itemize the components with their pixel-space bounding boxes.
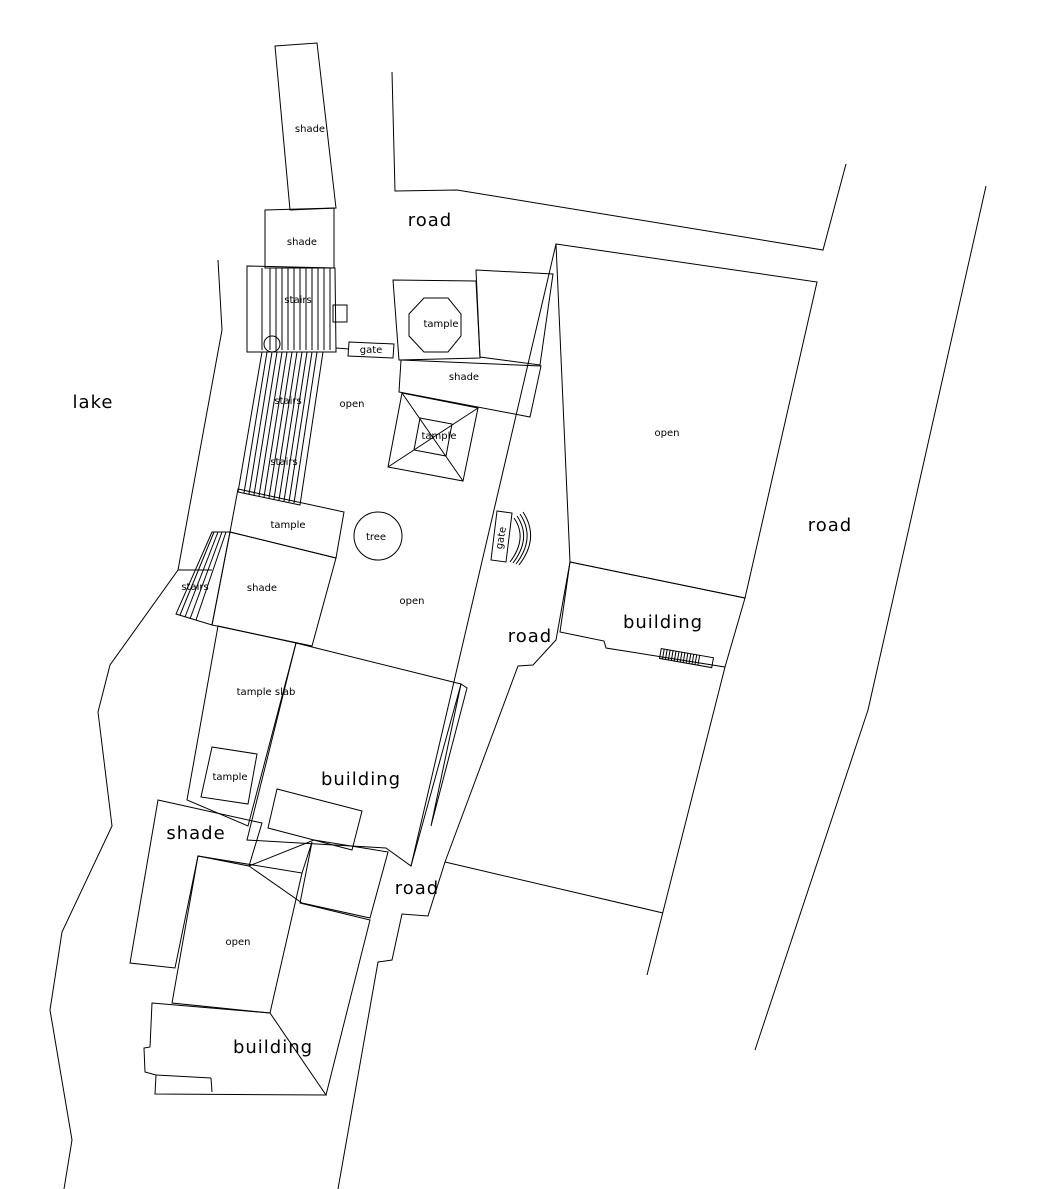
label-open-courtyard-top: open — [340, 399, 365, 410]
stairs-top-round-post — [263, 335, 281, 353]
building-right-west-wall — [646, 666, 726, 976]
temple-small — [200, 746, 258, 805]
label-building-mid: building — [321, 769, 401, 790]
stairs-left-treads — [179, 531, 227, 621]
road-right-edge-lower — [754, 709, 869, 1051]
temple-octagon — [408, 297, 462, 353]
label-building-bottom: building — [233, 1037, 313, 1058]
road-mid-edge — [444, 561, 571, 863]
road-top-edge — [391, 71, 847, 251]
lake-shoreline — [49, 259, 223, 1189]
stairs-top-treads — [261, 268, 331, 350]
building-mid — [246, 642, 462, 867]
label-stairs-mid: stairs — [274, 396, 301, 407]
stairs-long-block — [237, 351, 324, 506]
label-open-lower: open — [226, 937, 251, 948]
label-stairs-lower: stairs — [270, 457, 297, 468]
label-shade-mid: shade — [449, 372, 479, 383]
label-temple-octagon: tample — [423, 319, 458, 330]
annex-block — [475, 269, 554, 366]
label-open-courtyard-mid: open — [400, 596, 425, 607]
label-shade-left: shade — [247, 583, 277, 594]
temple-octagon-block — [392, 279, 481, 361]
courtyard-east-wall — [410, 243, 557, 867]
label-temple-slab: tample slab — [237, 687, 296, 698]
label-lake: lake — [73, 392, 114, 413]
temple-slab — [186, 625, 297, 827]
gate-side — [490, 510, 513, 563]
gate-top — [347, 341, 395, 359]
lot-south-edge — [444, 861, 664, 914]
shade-top-block — [274, 42, 337, 211]
stairs-top-block — [246, 265, 337, 353]
label-tree: tree — [366, 532, 386, 543]
label-shade-lower: shade — [166, 823, 225, 844]
lower-walls — [299, 841, 371, 1096]
road-right-edge-outer — [867, 185, 987, 711]
label-temple-square: tample — [421, 431, 456, 442]
label-road-right: road — [808, 515, 852, 536]
tree-circle — [353, 511, 403, 561]
label-gate-top: gate — [360, 345, 383, 356]
building-mid-sliver — [430, 683, 468, 827]
label-stairs-top: stairs — [284, 295, 311, 306]
building-right — [559, 561, 746, 668]
label-road-top: road — [408, 210, 452, 231]
stairs-top-side-box — [332, 304, 348, 323]
label-temple-small: tample — [212, 772, 247, 783]
gate-top-connector — [335, 347, 350, 350]
label-open-right: open — [655, 428, 680, 439]
label-building-right: building — [623, 612, 703, 633]
building-right-stair-treads — [661, 648, 701, 666]
label-gate-side: gate — [494, 526, 509, 550]
label-road-lower: road — [395, 878, 439, 899]
temple-square-diag-1 — [401, 392, 464, 482]
gate-side-arcs — [509, 511, 531, 566]
open-lower — [171, 855, 303, 1014]
label-shade-upper: shade — [287, 237, 317, 248]
annex-small — [267, 788, 363, 851]
stairs-long-treads — [243, 351, 318, 504]
label-temple-strip: tample — [270, 520, 305, 531]
lower-block — [247, 839, 389, 919]
label-shade-top: shade — [295, 124, 325, 135]
stairs-left-block — [175, 531, 231, 626]
building-bottom-notch — [155, 1074, 212, 1079]
open-right-lot — [555, 243, 818, 599]
temple-square-diag-2 — [387, 407, 479, 468]
label-stairs-left: stairs — [181, 582, 208, 593]
label-road-mid: road — [508, 626, 552, 647]
shade-mid-block — [398, 359, 542, 418]
building-bottom-notch-2 — [210, 1077, 213, 1093]
road-lower-edge — [337, 861, 446, 1189]
